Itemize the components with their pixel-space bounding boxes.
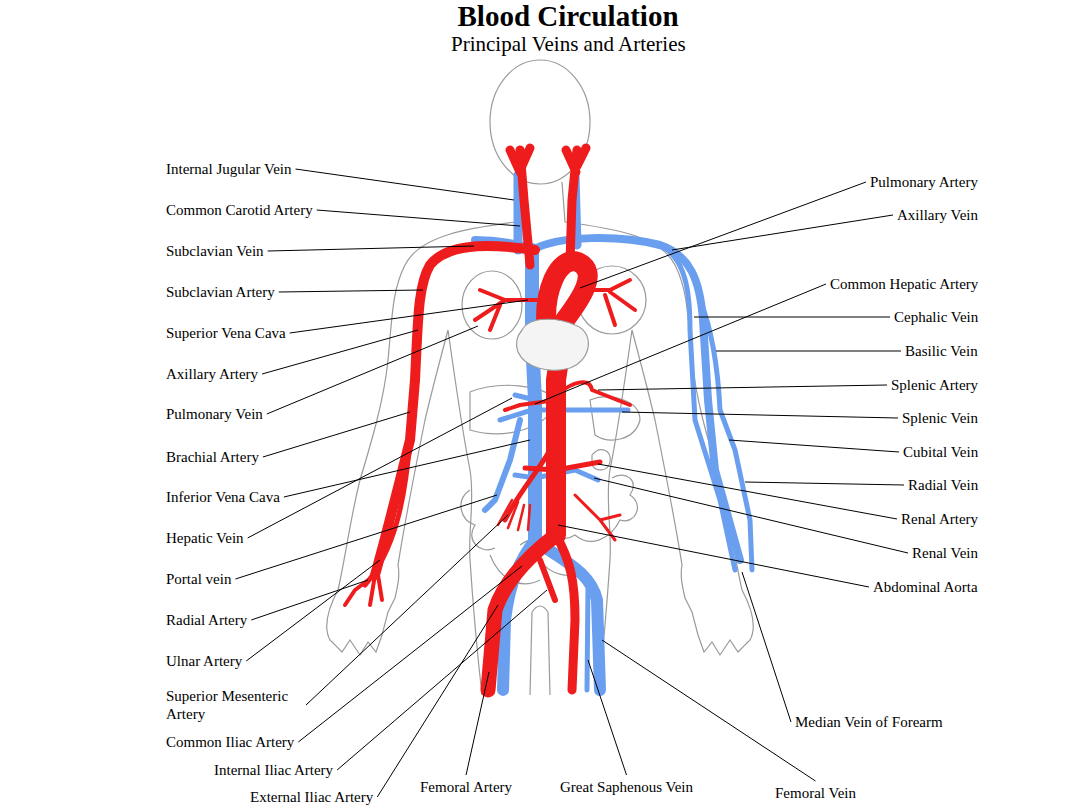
vessel-label: Common Hepatic Artery (830, 275, 978, 293)
leader-line (296, 169, 514, 200)
vessel-label: Superior Mesenteric Artery (166, 687, 302, 723)
heart-outline (517, 319, 589, 370)
vessel-label: Portal vein (166, 570, 231, 588)
vessel-label: Femoral Artery (420, 778, 512, 796)
vessel-label: Common Carotid Artery (166, 201, 313, 219)
leader-line (598, 385, 887, 390)
leader-line (246, 560, 380, 661)
vessel-label: Splenic Vein (902, 409, 978, 427)
leader-line (279, 290, 423, 292)
vessel-label: Ulnar Artery (166, 652, 242, 670)
vessel-label: Common Iliac Artery (166, 733, 294, 751)
leader-line (622, 412, 898, 418)
vessel-label: Superior Vena Cava (166, 324, 286, 342)
leader-line (284, 440, 530, 497)
leader-line (558, 525, 869, 587)
leader-line (267, 326, 478, 414)
leader-line (235, 495, 497, 579)
leader-line (716, 351, 901, 352)
diagram-title: Blood Circulation (28, 1, 1080, 32)
vessel-label: Internal Iliac Artery (214, 761, 333, 779)
leader-line (317, 210, 520, 226)
vessel-label: Basilic Vein (905, 342, 978, 360)
leader-line (306, 515, 508, 705)
leader-line (694, 317, 890, 318)
vessel-label: Internal Jugular Vein (166, 160, 292, 178)
leader-line (377, 605, 498, 797)
leader-line (580, 182, 866, 288)
leader-line (290, 300, 528, 333)
vessel-label: Subclavian Vein (166, 242, 264, 260)
vessel-label: Axillary Artery (166, 365, 258, 383)
leader-line (466, 672, 489, 775)
vessel-label: Abdominal Aorta (873, 578, 978, 596)
leader-line (251, 580, 368, 620)
vessel-label: Cephalic Vein (894, 308, 978, 326)
vessel-label: Renal Artery (901, 510, 978, 528)
vessel-label: Radial Artery (166, 611, 247, 629)
diagram-subtitle: Principal Veins and Arteries (451, 32, 686, 56)
leader-line (672, 215, 893, 250)
vessel-label: Femoral Vein (775, 784, 856, 802)
vessel-label: Pulmonary Vein (166, 405, 263, 423)
leader-line (729, 440, 899, 452)
vessel-label: Radial Vein (908, 476, 978, 494)
vessel-label: Pulmonary Artery (870, 173, 978, 191)
leader-line (298, 566, 522, 742)
vessel-label: Splenic Artery (891, 376, 978, 394)
leader-line (745, 482, 904, 485)
leader-line (263, 412, 410, 457)
vessel-label: Great Saphenous Vein (560, 778, 693, 796)
body-outline (327, 60, 754, 695)
vessel-label: Hepatic Vein (166, 529, 244, 547)
leader-line (602, 640, 815, 781)
leader-line (337, 590, 547, 770)
leader-line (248, 398, 512, 538)
vessel-label: Brachial Artery (166, 448, 259, 466)
vessel-label: Axillary Vein (897, 206, 978, 224)
vessel-label: Renal Vein (912, 544, 978, 562)
leader-line (268, 246, 474, 251)
leader-line (742, 572, 791, 722)
vessel-label: Subclavian Artery (166, 283, 275, 301)
vessel-label: External Iliac Artery (250, 788, 373, 806)
leader-line (588, 660, 627, 775)
vessel-label: Inferior Vena Cava (166, 488, 280, 506)
vessel-label: Median Vein of Forearm (795, 713, 943, 731)
leader-line (598, 464, 897, 519)
leader-line (535, 284, 826, 404)
vessel-label: Cubital Vein (903, 443, 978, 461)
